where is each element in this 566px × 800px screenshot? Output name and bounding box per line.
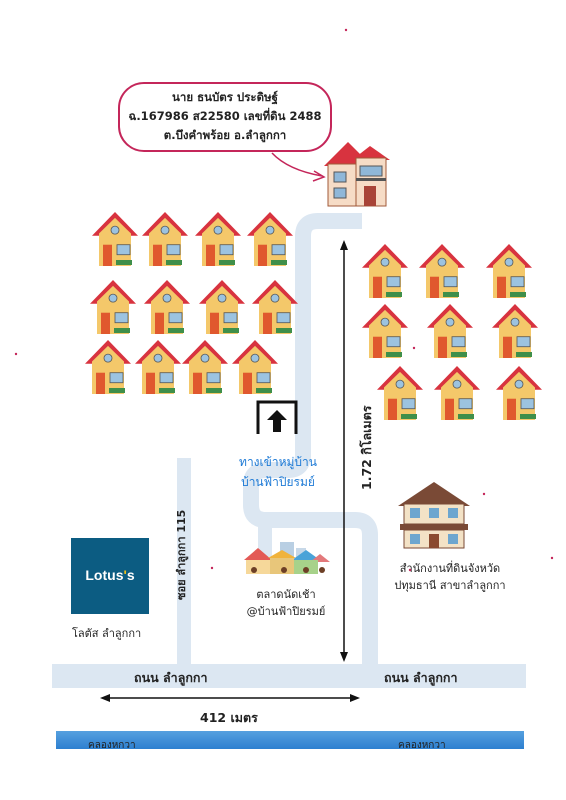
house-icon bbox=[199, 280, 245, 334]
village-road bbox=[243, 213, 378, 664]
soi-road bbox=[177, 458, 191, 664]
house-icon bbox=[252, 280, 298, 334]
house-icon bbox=[195, 212, 241, 266]
entrance-line-2: บ้านฟ้าปิยรมย์ bbox=[241, 475, 315, 489]
road-label-left: ถนน ลำลูกกา bbox=[134, 670, 208, 685]
lotus-logo: Lotus's bbox=[71, 538, 149, 614]
house-icon bbox=[135, 340, 181, 394]
main-road bbox=[52, 664, 526, 688]
house-icon bbox=[496, 366, 542, 420]
callout-line-3: ต.บึงคำพร้อย อ.ลำลูกกา bbox=[163, 128, 287, 142]
house-icon bbox=[492, 304, 538, 358]
land-office-label: สำนักงานที่ดินจังหวัด ปทุมธานี สาขาลำลูก… bbox=[390, 560, 510, 594]
market-line-1: ตลาดนัดเช้า bbox=[256, 588, 316, 601]
house-icon bbox=[144, 280, 190, 334]
house-icon bbox=[362, 244, 408, 298]
target-house-icon bbox=[324, 142, 390, 207]
house-icon bbox=[90, 280, 136, 334]
entrance-line-1: ทางเข้าหมู่บ้าน bbox=[239, 455, 317, 469]
house-icon bbox=[92, 212, 138, 266]
house-icon bbox=[419, 244, 465, 298]
house-icon bbox=[232, 340, 278, 394]
lotus-caption: โลตัส ลำลูกกา bbox=[72, 627, 142, 640]
house-icon bbox=[377, 366, 423, 420]
canal-label-right: คลองหกวา bbox=[398, 740, 446, 751]
canal-label-left: คลองหกวา bbox=[88, 740, 136, 751]
house-icon bbox=[486, 244, 532, 298]
entrance-arrow-icon bbox=[256, 400, 298, 434]
house-icon bbox=[85, 340, 131, 394]
land-office-line-2: ปทุมธานี สาขาลำลูกกา bbox=[394, 579, 506, 592]
market-icon bbox=[244, 542, 330, 574]
house-icon bbox=[142, 212, 188, 266]
callout-line-1: นาย ธนบัตร ประดิษฐ์ bbox=[172, 90, 278, 104]
house-icon bbox=[362, 304, 408, 358]
house-icon bbox=[434, 366, 480, 420]
owner-callout: นาย ธนบัตร ประดิษฐ์ ฉ.167986 ส22580 เลขท… bbox=[118, 82, 332, 152]
house-icon bbox=[247, 212, 293, 266]
road-label-right: ถนน ลำลูกกา bbox=[384, 670, 458, 685]
entrance-label: ทางเข้าหมู่บ้าน บ้านฟ้าปิยรมย์ bbox=[228, 452, 328, 492]
land-office-line-1: สำนักงานที่ดินจังหวัด bbox=[399, 562, 501, 575]
land-office-icon bbox=[398, 482, 470, 549]
canal bbox=[56, 731, 524, 749]
horizontal-distance-label: 412 เมตร bbox=[200, 710, 258, 725]
market-line-2: @บ้านฟ้าปิยรมย์ bbox=[246, 605, 326, 618]
lotus-logo-text: Lotus's bbox=[85, 567, 135, 583]
market-label: ตลาดนัดเช้า @บ้านฟ้าปิยรมย์ bbox=[236, 586, 336, 620]
house-icon bbox=[427, 304, 473, 358]
callout-line-2: ฉ.167986 ส22580 เลขที่ดิน 2488 bbox=[128, 109, 322, 123]
house-icon bbox=[182, 340, 228, 394]
